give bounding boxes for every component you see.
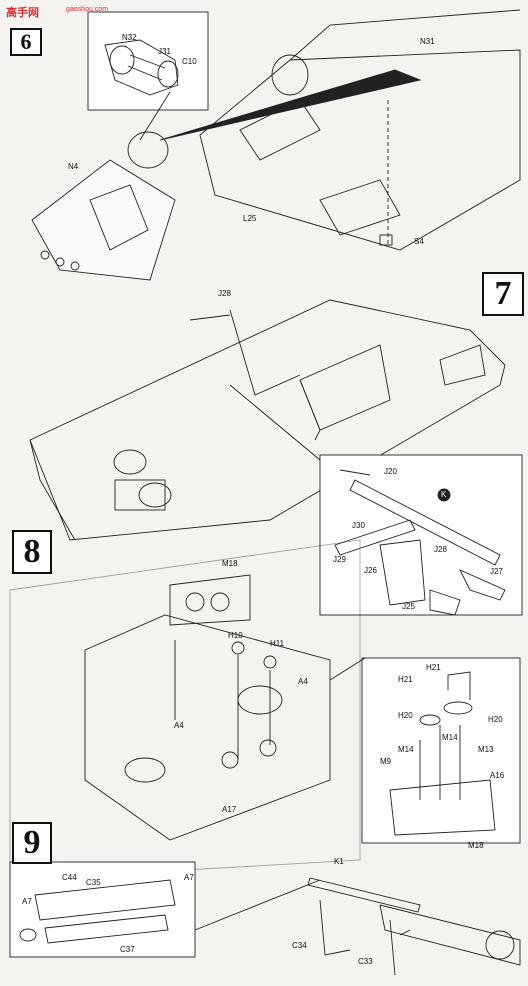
- label-j26: J26: [364, 566, 377, 575]
- label-s4: S4: [414, 237, 424, 246]
- label-m14-b: M14: [442, 733, 458, 742]
- label-j28: J28: [434, 545, 447, 554]
- label-c10: C10: [182, 57, 197, 66]
- detail-box-h21: [361, 657, 521, 844]
- label-c44: C44: [62, 873, 77, 882]
- label-k1: K1: [334, 857, 344, 866]
- label-a16: A16: [490, 771, 505, 780]
- label-j20: J20: [384, 467, 397, 476]
- label-l25: L25: [243, 214, 257, 223]
- label-m9: M9: [380, 757, 392, 766]
- label-c37: C37: [120, 945, 135, 954]
- label-m18: M18: [222, 559, 238, 568]
- step8-art: [9, 539, 521, 881]
- label-j29: J29: [333, 555, 346, 564]
- detail-box-j20: [319, 454, 523, 616]
- label-j25: J25: [402, 602, 415, 611]
- label-h20-a: H20: [398, 711, 413, 720]
- label-m18-b: M18: [468, 841, 484, 850]
- label-j30: J30: [352, 521, 365, 530]
- label-j28-top: J28: [218, 289, 231, 298]
- label-m14-a: M14: [398, 745, 414, 754]
- step-7-number: 7: [482, 272, 524, 316]
- label-h11: H11: [270, 639, 285, 648]
- label-h21-a: H21: [426, 663, 441, 672]
- watermark-sub: gaoshou.com: [66, 6, 109, 13]
- step-9-number: 9: [12, 822, 52, 864]
- step6-art: [31, 9, 521, 281]
- step7-art: [29, 299, 523, 616]
- label-n4: N4: [68, 162, 79, 171]
- step-6-number: 6: [10, 28, 42, 56]
- label-h10: H10: [228, 631, 243, 640]
- label-h20-b: H20: [488, 715, 503, 724]
- label-m13: M13: [478, 745, 494, 754]
- label-c33: C33: [358, 957, 373, 966]
- label-a7-left: A7: [22, 897, 32, 906]
- label-c34: C34: [292, 941, 307, 950]
- label-j27: J27: [490, 567, 503, 576]
- label-j31: J31: [158, 47, 171, 56]
- label-h21-b: H21: [398, 675, 413, 684]
- detail-box-c44: [9, 861, 196, 958]
- step9-art: [9, 861, 521, 976]
- label-a4-right: A4: [298, 677, 308, 686]
- label-n32: N32: [122, 33, 137, 42]
- label-a4-left: A4: [174, 721, 184, 730]
- label-n31: N31: [420, 37, 435, 46]
- step-8-number: 8: [12, 530, 52, 574]
- label-a17: A17: [222, 805, 237, 814]
- label-c35: C35: [86, 878, 101, 887]
- label-a7-right: A7: [184, 873, 194, 882]
- label-k: K: [441, 490, 447, 499]
- watermark: 高手网: [6, 7, 39, 19]
